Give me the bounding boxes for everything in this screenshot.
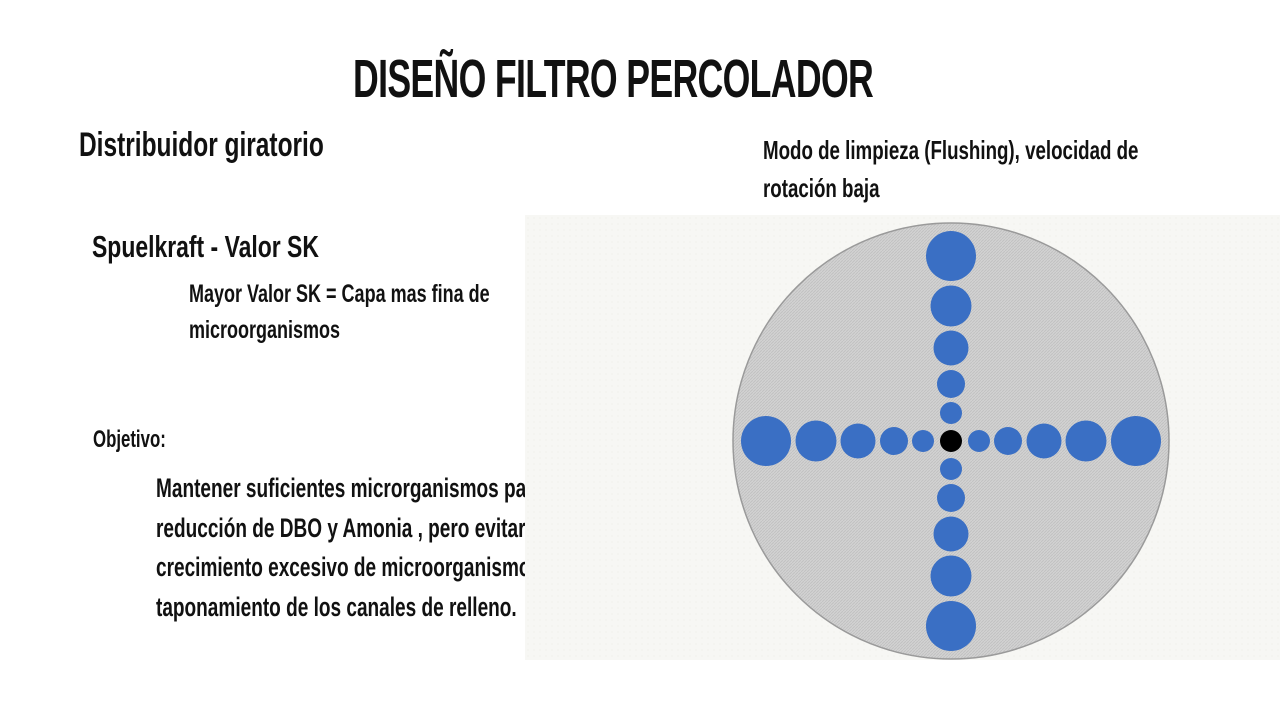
nozzle-left-4 (795, 420, 837, 462)
nozzle-down-4 (930, 555, 972, 597)
nozzle-up-3 (933, 330, 969, 366)
nozzle-up-4 (930, 285, 972, 327)
nozzle-left-5 (741, 416, 791, 466)
nozzle-left-1 (912, 430, 934, 452)
central-hub (940, 430, 962, 452)
objective-heading: Objetivo: (93, 426, 166, 453)
nozzle-up-1 (940, 402, 962, 424)
sk-value-note: Mayor Valor SK = Capa mas fina de microo… (189, 280, 490, 344)
nozzle-down-2 (937, 484, 965, 512)
flushing-mode-caption: Modo de limpieza (Flushing), velocidad d… (763, 135, 1139, 203)
nozzle-down-1 (940, 458, 962, 480)
rotary-distributor-diagram (525, 215, 1280, 660)
nozzle-right-2 (994, 427, 1022, 455)
nozzle-left-3 (840, 423, 876, 459)
nozzle-right-5 (1111, 416, 1161, 466)
section-heading-distributor: Distribuidor giratorio (79, 126, 324, 164)
nozzle-right-1 (968, 430, 990, 452)
nozzle-down-5 (926, 601, 976, 651)
distributor-arms (741, 231, 1161, 651)
nozzle-right-3 (1026, 423, 1062, 459)
nozzle-left-2 (880, 427, 908, 455)
page-title: DISEÑO FILTRO PERCOLADOR (353, 49, 874, 109)
nozzle-up-5 (926, 231, 976, 281)
nozzle-up-2 (937, 370, 965, 398)
nozzle-right-4 (1065, 420, 1107, 462)
nozzle-down-3 (933, 516, 969, 552)
objective-text: Mantener suficientes microrganismos para… (156, 473, 579, 622)
sk-value-heading: Spuelkraft - Valor SK (92, 229, 319, 264)
